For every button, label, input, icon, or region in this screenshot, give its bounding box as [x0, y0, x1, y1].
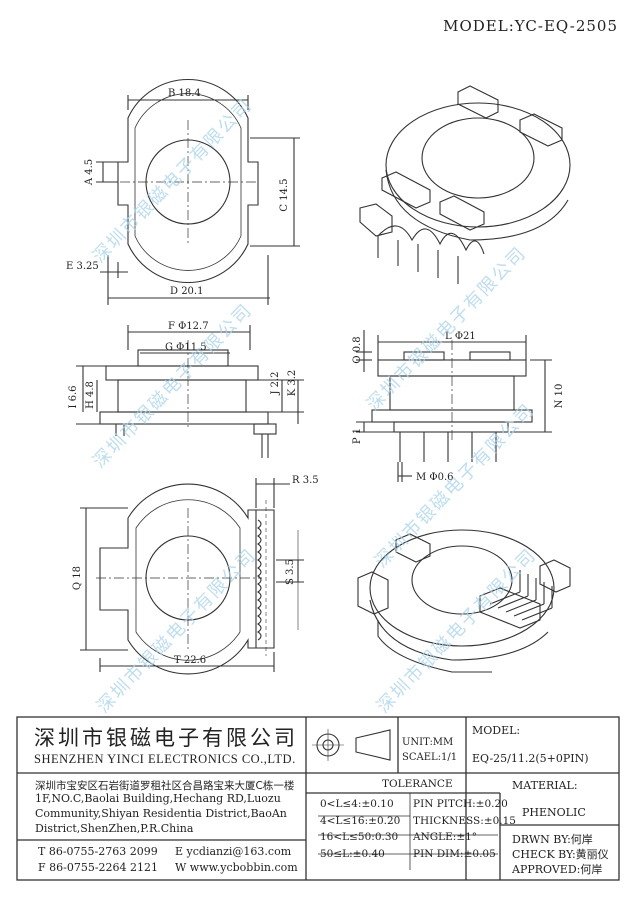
iso-view-bottom [357, 529, 571, 673]
dim-t: T 22.6 [174, 655, 206, 666]
model-title: MODEL:YC-EQ-2505 [443, 17, 618, 35]
top-view [96, 79, 300, 305]
dim-r: R 3.5 [292, 475, 319, 486]
dim-m: M Φ0.6 [416, 472, 454, 483]
iso-view-top [359, 85, 571, 284]
unit-label: UNIT:MM [402, 737, 454, 748]
dim-e: E 3.25 [66, 261, 99, 272]
checked-by: CHECK BY:黄丽仪 [512, 848, 609, 861]
tolerance-title: TOLERANCE [382, 778, 453, 790]
tol-spec-1: PIN PITCH:±0.20 [413, 798, 508, 810]
title-block-lines [16, 716, 620, 881]
tol-range-2: 4<L≤16:±0.20 [320, 815, 401, 827]
tol-range-4: 50≤L:±0.40 [320, 848, 385, 860]
fax: F 86-0755-2264 2121 [38, 861, 159, 874]
dim-a: A 4.5 [84, 159, 95, 186]
dim-f: F Φ12.7 [168, 321, 209, 332]
address-en-1: 1F,NO.C,Baolai Building,Hechang RD,Luozu [35, 792, 281, 805]
bottom-view [80, 478, 304, 675]
dim-g: G Φ11.5 [165, 342, 207, 353]
address-cn: 深圳市宝安区石岩街道罗租社区合昌路宝来大厦C栋一楼 [35, 780, 295, 792]
tol-spec-4: PIN DIM:±0.05 [413, 848, 496, 860]
projection-symbol-icon [312, 729, 391, 761]
dim-q: Q 18 [72, 566, 83, 590]
tol-spec-2: THICKNESS:±0.15 [413, 815, 516, 827]
model-value: EQ-25/11.2(5+0PIN) [472, 752, 589, 765]
dim-b: B 18.4 [168, 88, 201, 99]
dim-o: O 0.8 [352, 336, 363, 363]
material-value: PHENOLIC [522, 806, 586, 819]
tol-spec-3: ANGLE:±1° [413, 831, 478, 843]
tol-range-1: 0<L≤4:±0.10 [320, 798, 394, 810]
dim-k: K 3.2 [287, 370, 298, 397]
tol-range-3: 16<L≤50:0.30 [320, 831, 399, 843]
side-view-right [356, 330, 552, 482]
approved-by: APPROVED:何岸 [512, 863, 603, 876]
company-name-en: SHENZHEN YINCI ELECTRONICS CO.,LTD. [34, 752, 296, 766]
dim-h: H 4.8 [85, 381, 96, 409]
model-label: MODEL: [472, 724, 521, 737]
dim-j: J 2.2 [270, 371, 281, 395]
dim-s: S 3.5 [285, 559, 296, 585]
email: E ycdianzi@163.com [175, 845, 292, 858]
website: W www.ycbobbin.com [175, 861, 298, 874]
address-en-2: Community,Shiyan Residentia District,Bao… [35, 807, 287, 820]
tel: T 86-0755-2763 2099 [38, 845, 158, 858]
dim-l: L Φ21 [445, 331, 476, 342]
scale-label: SCAEL:1/1 [402, 752, 458, 763]
drawn-by: DRWN BY:何岸 [512, 833, 593, 846]
dim-n: N 10 [554, 384, 565, 409]
dim-d: D 20.1 [170, 286, 203, 297]
dim-p: P 1 [352, 428, 363, 444]
side-view-left [76, 325, 304, 458]
address-en-3: District,ShenZhen,P.R.China [35, 822, 194, 835]
dim-c: C 14.5 [279, 178, 290, 211]
company-name-cn: 深圳市银磁电子有限公司 [34, 726, 298, 750]
material-label: MATERIAL: [512, 779, 578, 792]
dim-i: I 6.6 [68, 385, 79, 408]
